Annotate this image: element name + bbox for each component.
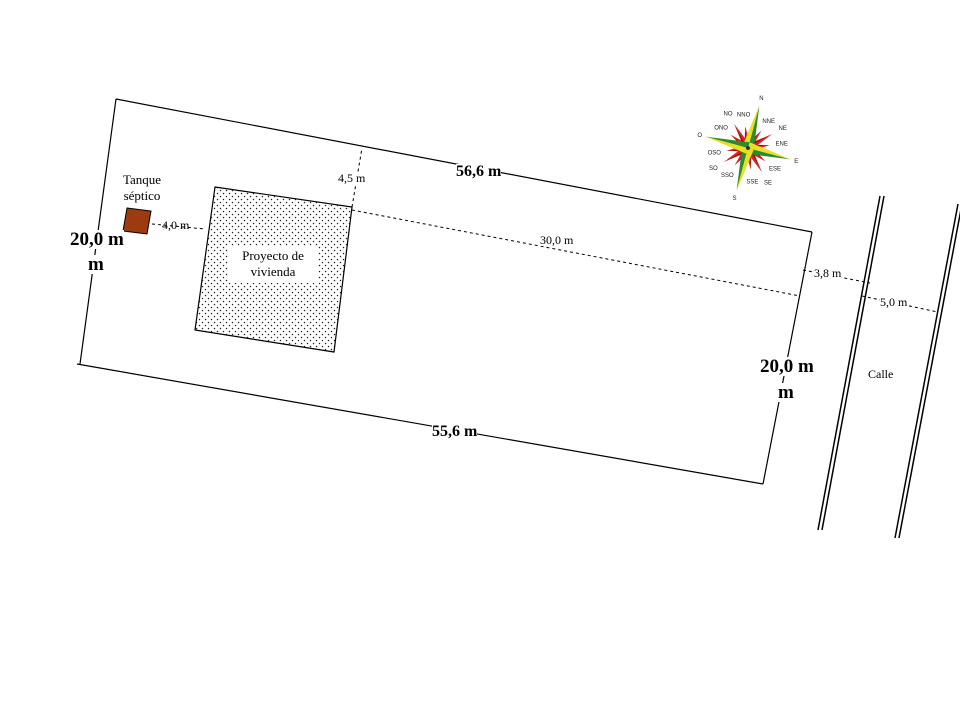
compass-label-ene: ENE: [776, 142, 788, 148]
house-setback-top-label: 4,5 m: [338, 171, 366, 185]
septic-tank-label: Tanque séptico: [122, 172, 162, 204]
left-width-unit-label: m: [88, 254, 104, 275]
street-line-right: [894, 203, 960, 539]
compass-label-ono: ONO: [714, 125, 728, 131]
house-to-front-label: 30,0 m: [538, 234, 582, 246]
house-project-label: Proyecto de vivienda: [228, 246, 318, 283]
front-to-street-label: 3,8 m: [814, 266, 842, 280]
right-width-value-label: 20,0 m: [760, 356, 814, 377]
compass-label-nno: NNO: [737, 112, 751, 118]
bottom-length-label: 55,6 m: [432, 423, 478, 440]
compass-label-o: O: [697, 133, 702, 139]
compass-label-ne: NE: [778, 126, 786, 132]
top-length-label: 56,6 m: [456, 163, 502, 180]
compass-label-n: N: [759, 96, 763, 102]
compass-label-so: SO: [709, 166, 718, 172]
front-to-street-dash: [802, 269, 871, 284]
right-width-unit-label: m: [778, 382, 794, 403]
setback-top-dash: [351, 147, 363, 208]
septic-tank-square: [122, 207, 152, 235]
compass-label-ese: ESE: [769, 167, 781, 173]
compass-label-sse: SSE: [746, 180, 758, 186]
compass-label-s: S: [733, 196, 737, 202]
compass-label-sso: SSO: [721, 173, 734, 179]
compass-label-oso: OSO: [708, 150, 722, 156]
compass-label-se: SE: [764, 181, 772, 187]
street-width-label: 5,0 m: [880, 295, 908, 309]
street-line-left: [817, 195, 885, 531]
tank-to-house-dash: [151, 223, 206, 230]
compass-label-nne: NNE: [762, 119, 775, 125]
left-width-value-label: 20,0 m: [70, 229, 124, 250]
compass-label-no: NO: [723, 111, 732, 117]
compass-label-e: E: [794, 159, 798, 165]
tank-to-house-label: 4,0 m: [162, 218, 190, 232]
lot-bottom-edge: [76, 363, 764, 485]
house-to-front-dash: [351, 209, 801, 297]
street-name-label: Calle: [868, 367, 894, 381]
